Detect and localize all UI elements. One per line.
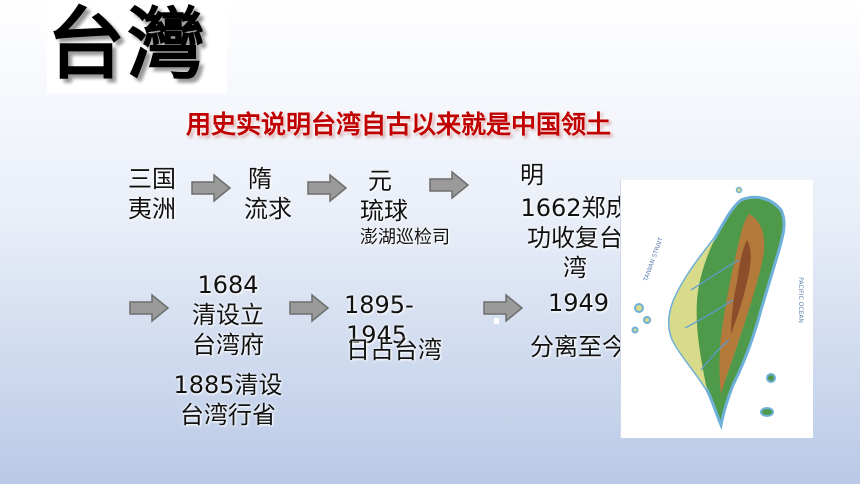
page-title: 台灣	[47, 0, 208, 90]
era-year: 1895-	[344, 291, 414, 319]
era-sui: 隋 流求	[244, 164, 292, 224]
arrow-right-icon	[483, 293, 524, 323]
era-name: 流求	[244, 195, 292, 223]
subtitle: 用史实说明台湾自古以来就是中国领土	[186, 110, 612, 139]
taiwan-map-graphic: PACIFIC OCEAN TAIWAN STRAIT	[621, 180, 813, 438]
arrow-right-icon	[129, 293, 170, 323]
arrow-right-icon	[289, 293, 330, 323]
ocean-label: PACIFIC OCEAN	[797, 277, 804, 323]
era-qing: 1684 清设立 台湾府	[180, 270, 276, 360]
era-qing-province: 1885清设 台湾行省	[160, 370, 296, 430]
era-ming-detail: 1662郑成 功收复台 湾	[512, 193, 638, 283]
taiwan-map: PACIFIC OCEAN TAIWAN STRAIT	[620, 180, 813, 438]
era-yuan: 元 琉球 澎湖巡检司	[360, 166, 450, 250]
era-line: 台湾府	[192, 331, 264, 359]
era-line: 功收复台	[527, 224, 623, 252]
era-year: 1945	[346, 321, 408, 349]
era-line: 湾	[563, 254, 587, 282]
era-name: 琉球	[360, 197, 408, 225]
era-label: 三国	[128, 165, 176, 193]
era-line: 台湾行省	[180, 401, 276, 429]
era-line: 1662郑成	[520, 194, 630, 222]
era-line: 分离至今	[530, 333, 626, 361]
era-sanguo: 三国 夷洲	[128, 164, 176, 224]
arrow-right-icon	[307, 173, 348, 203]
era-label: 隋	[248, 165, 272, 193]
era-year: 1949	[548, 289, 610, 317]
era-name: 夷洲	[128, 195, 176, 223]
marker-dot	[494, 318, 499, 324]
era-line: 日占台湾	[346, 336, 442, 364]
era-1949-label: 分离至今	[530, 332, 626, 362]
era-japan-label: 日占台湾	[346, 335, 442, 365]
era-year: 1684	[197, 271, 259, 299]
era-label: 明	[520, 161, 544, 189]
era-line: 1885清设	[173, 371, 283, 399]
era-ming: 明	[520, 160, 544, 190]
era-note: 澎湖巡检司	[360, 227, 450, 248]
era-japan: 1895-	[344, 290, 414, 320]
title-background	[47, 5, 227, 93]
era-line: 清设立	[192, 301, 264, 329]
era-1949: 1949	[548, 288, 609, 318]
arrow-right-icon	[191, 173, 232, 203]
era-japan-end: 1945	[346, 320, 407, 350]
era-label: 元	[368, 167, 392, 195]
arrow-right-icon	[429, 170, 470, 200]
